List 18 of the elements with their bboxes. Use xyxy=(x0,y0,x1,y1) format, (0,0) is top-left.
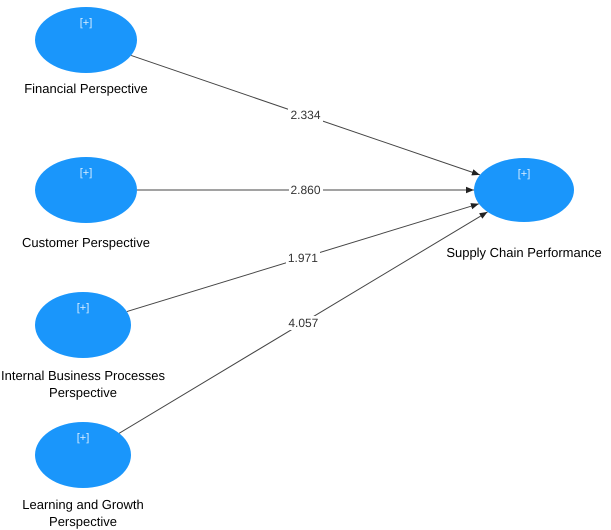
edge-label: 4.057 xyxy=(286,316,320,330)
edge-label: 1.971 xyxy=(286,250,320,265)
expand-marker: [+] xyxy=(76,302,90,314)
construct-label: Internal Business Processes Perspective xyxy=(0,367,166,401)
construct-label: Financial Perspective xyxy=(23,80,149,97)
arrow xyxy=(136,186,474,194)
expand-marker: [+] xyxy=(80,167,92,179)
expand-marker: [+] xyxy=(518,168,530,180)
edge-label: 2.334 xyxy=(288,108,322,122)
arrow xyxy=(126,203,480,312)
arrow xyxy=(118,211,488,434)
edge-label: 2.860 xyxy=(288,183,323,197)
construct-label: Learning and Growth Perspective xyxy=(21,496,145,530)
construct-label: Supply Chain Performance xyxy=(445,244,603,261)
expand-marker: [+] xyxy=(76,432,90,444)
arrow xyxy=(130,54,480,176)
expand-marker: [+] xyxy=(80,17,92,29)
construct-label: Customer Perspective xyxy=(21,234,151,251)
